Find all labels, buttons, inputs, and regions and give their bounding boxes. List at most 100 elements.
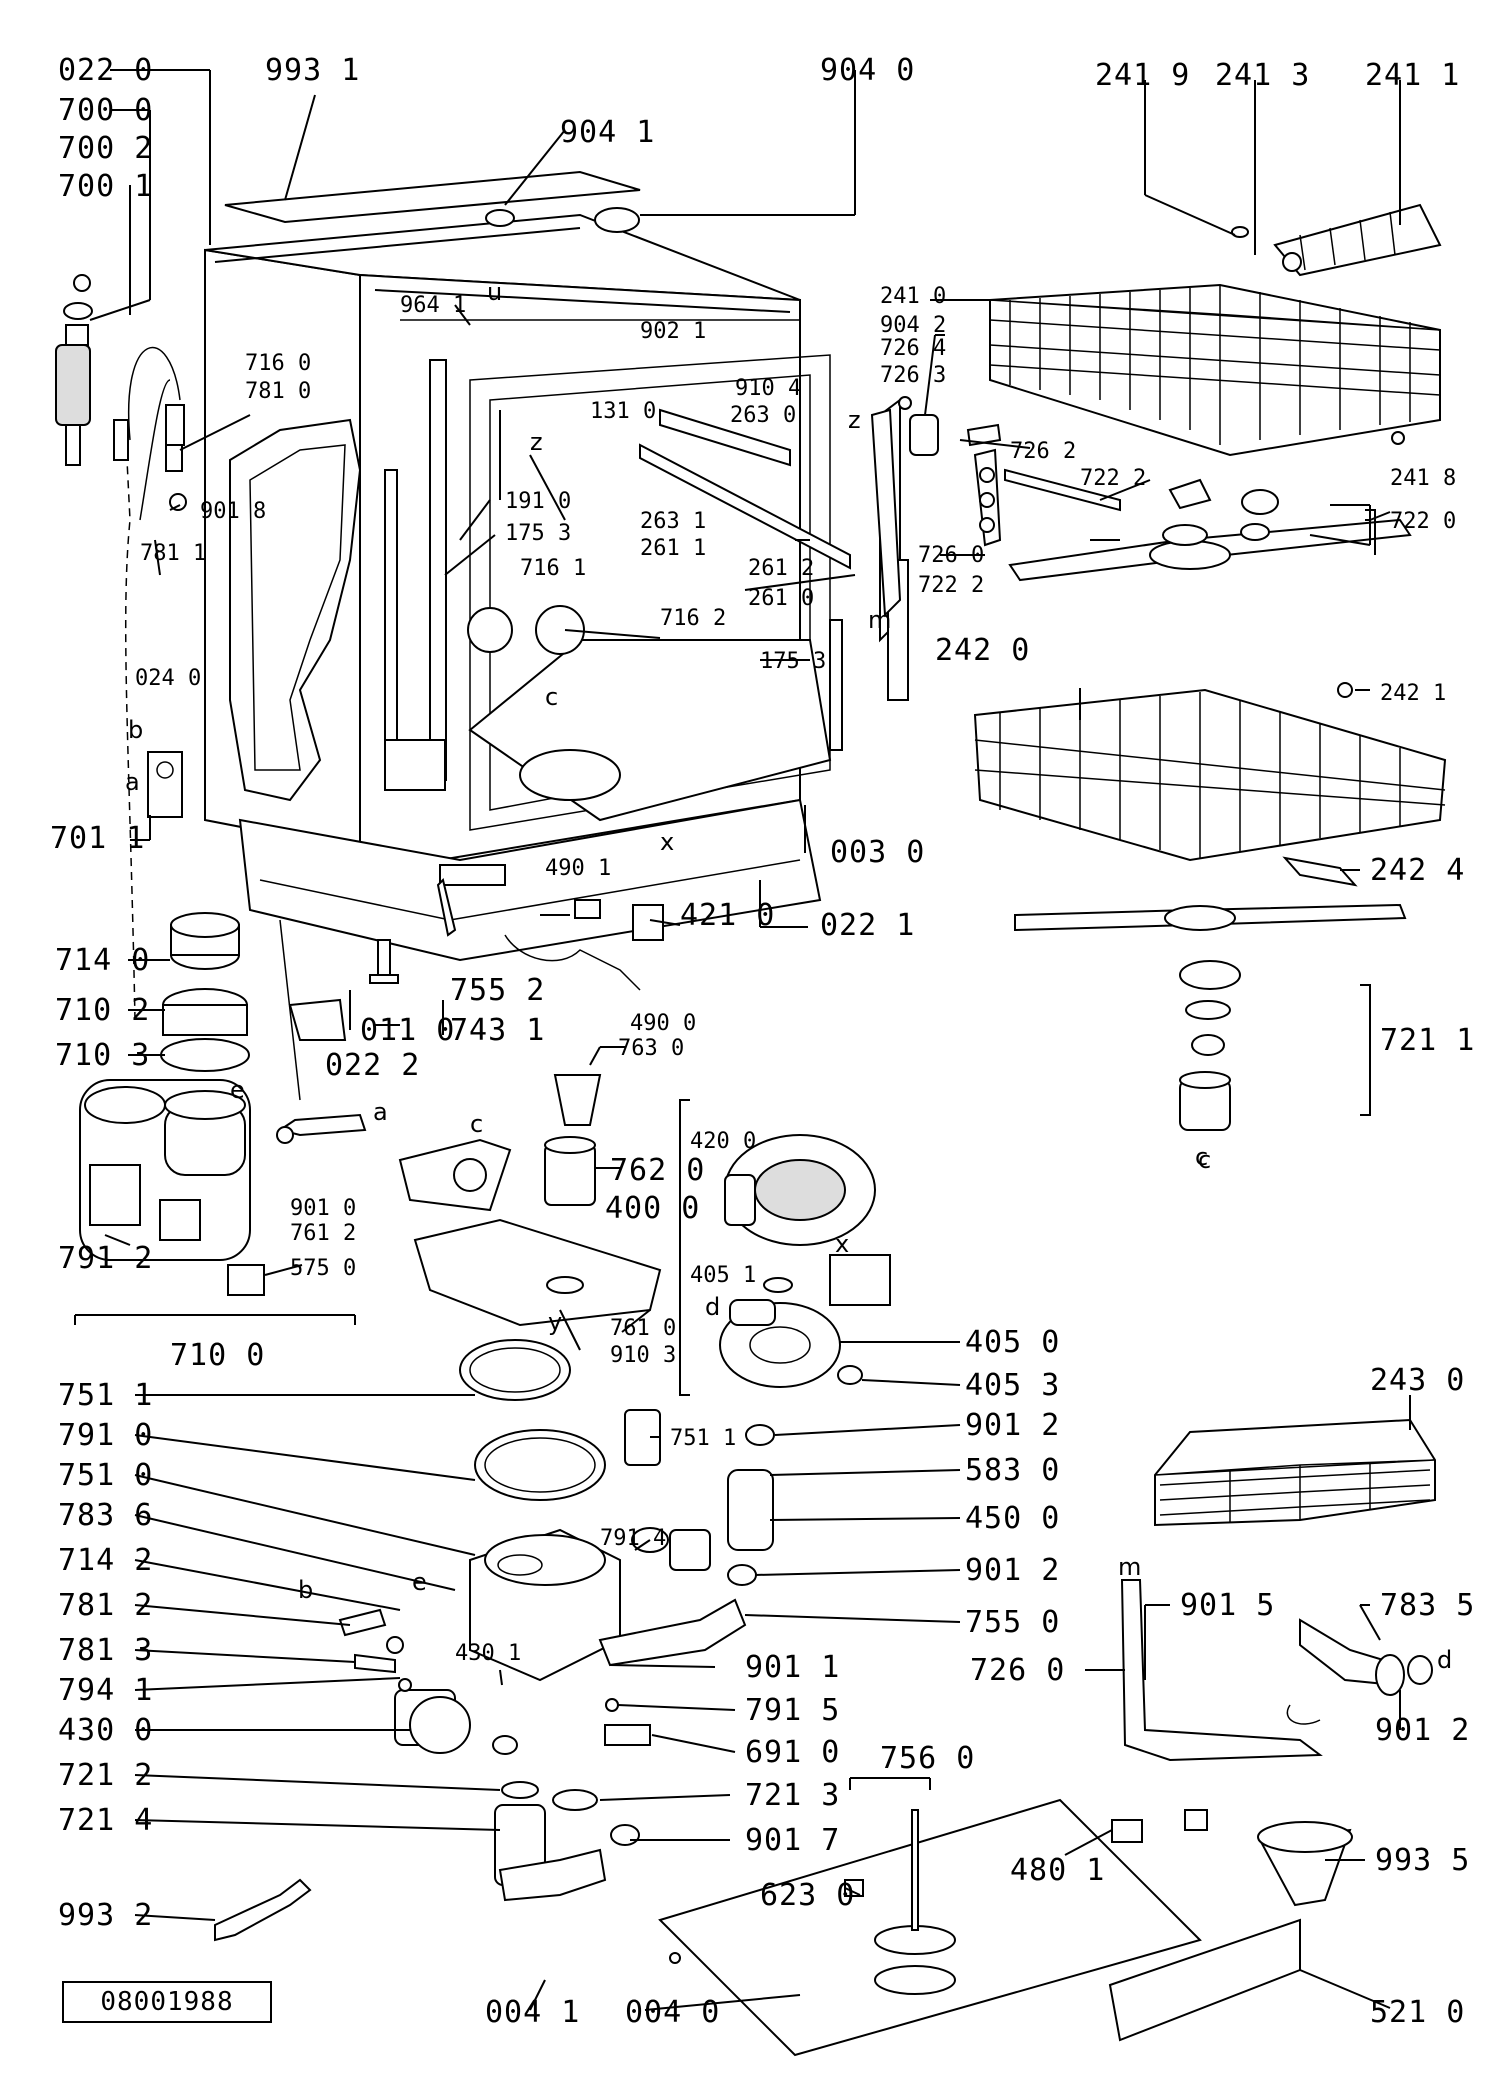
ref-letter: c xyxy=(1195,1143,1208,1171)
leader-lines xyxy=(74,69,1411,2011)
part-label: 430 1 xyxy=(455,1641,521,1666)
part-label: 261 0 xyxy=(748,586,814,611)
part-label: 743 1 xyxy=(450,1013,545,1048)
part-label: 716 1 xyxy=(520,556,586,581)
dishwasher-cabinet xyxy=(124,170,909,1021)
part-label: 490 0 xyxy=(630,1011,696,1036)
lower-basket xyxy=(973,682,1447,887)
part-label: 583 0 xyxy=(965,1453,1060,1488)
part-label: 480 1 xyxy=(1010,1853,1105,1888)
part-label: 716 0 xyxy=(245,351,311,376)
part-label: 623 0 xyxy=(760,1878,855,1913)
part-label: 450 0 xyxy=(965,1501,1060,1536)
part-label: 405 0 xyxy=(965,1325,1060,1360)
part-label: 241 3 xyxy=(1215,58,1310,93)
ref-letter: m xyxy=(868,606,891,634)
part-label: 901 8 xyxy=(200,499,266,524)
part-label: 175 3 xyxy=(505,521,571,546)
part-label: 700 0 xyxy=(58,93,153,128)
part-label: 901 2 xyxy=(1375,1713,1470,1748)
ref-letter: u xyxy=(487,278,502,306)
part-label: 004 0 xyxy=(625,1995,720,2030)
part-label: 901 1 xyxy=(745,1650,840,1685)
part-label: 755 0 xyxy=(965,1605,1060,1640)
part-label: 726 3 xyxy=(880,363,946,388)
part-label: 263 0 xyxy=(730,403,796,428)
part-label: 243 0 xyxy=(1370,1363,1465,1398)
part-label: 575 0 xyxy=(290,1256,356,1281)
water-softener xyxy=(79,912,265,1296)
part-label: 726 0 xyxy=(918,543,984,568)
ref-letter: x xyxy=(835,1230,849,1258)
part-label: 242 1 xyxy=(1380,681,1446,706)
part-label: 794 1 xyxy=(58,1673,153,1708)
part-label: 755 2 xyxy=(450,973,545,1008)
part-label: 022 0 xyxy=(58,53,153,88)
inlet-hose-assembly xyxy=(55,274,187,818)
part-label: 781 3 xyxy=(58,1633,153,1668)
part-label: 241 9 xyxy=(1095,58,1190,93)
part-label: 131 0 xyxy=(590,399,656,424)
part-label: 762 0 xyxy=(610,1153,705,1188)
part-label: 751 1 xyxy=(670,1426,736,1451)
part-label: 521 0 xyxy=(1370,1995,1465,2030)
part-label: 405 1 xyxy=(690,1263,756,1288)
part-label: 241 8 xyxy=(1390,466,1456,491)
part-label: 242 4 xyxy=(1370,853,1465,888)
part-label: 400 0 xyxy=(605,1191,700,1226)
ref-letter: y xyxy=(548,1308,562,1336)
part-label: 783 6 xyxy=(58,1498,153,1533)
cutlery-basket xyxy=(1154,1418,1436,1527)
part-label: 710 3 xyxy=(55,1038,150,1073)
part-label: 261 1 xyxy=(640,536,706,561)
part-label: 993 1 xyxy=(265,53,360,88)
ref-letter: m xyxy=(1118,1553,1141,1581)
part-label: 726 0 xyxy=(970,1653,1065,1688)
lower-spray-arm xyxy=(1014,903,1407,1131)
part-label: 904 2 xyxy=(880,313,946,338)
part-label: 901 0 xyxy=(290,1196,356,1221)
part-label: 901 2 xyxy=(965,1553,1060,1588)
part-label: 175 3 xyxy=(760,649,826,674)
ref-letter: c xyxy=(1198,1146,1211,1174)
part-label: 421 0 xyxy=(680,898,775,933)
part-label: 710 2 xyxy=(55,993,150,1028)
part-label: 964 1 xyxy=(400,293,466,318)
part-label: 420 0 xyxy=(690,1129,756,1154)
part-label: 721 3 xyxy=(745,1778,840,1813)
part-label: 751 1 xyxy=(58,1378,153,1413)
part-label: 781 0 xyxy=(245,379,311,404)
part-label: 781 1 xyxy=(140,541,206,566)
ref-letter: c xyxy=(545,683,558,711)
part-label: 993 5 xyxy=(1375,1843,1470,1878)
part-label: 722 2 xyxy=(1080,466,1146,491)
part-label: 902 1 xyxy=(640,319,706,344)
part-label: 783 5 xyxy=(1380,1588,1475,1623)
part-label: 791 4 xyxy=(600,1526,666,1551)
ref-letter: b xyxy=(298,1576,313,1604)
part-label: 024 0 xyxy=(135,666,201,691)
part-label: 430 0 xyxy=(58,1713,153,1748)
part-label: 022 2 xyxy=(325,1048,420,1083)
part-label: 910 3 xyxy=(610,1343,676,1368)
part-label: 701 1 xyxy=(50,821,145,856)
ref-letter: a xyxy=(373,1098,388,1126)
part-label: 761 2 xyxy=(290,1221,356,1246)
part-label: 261 2 xyxy=(748,556,814,581)
reference-letters: u z z m c b a x a c e c y x d b e m d c xyxy=(125,278,1452,1674)
part-label: 022 1 xyxy=(820,908,915,943)
part-label: 405 3 xyxy=(965,1368,1060,1403)
part-label: 490 1 xyxy=(545,856,611,881)
part-label: 904 1 xyxy=(560,115,655,150)
part-label: 722 2 xyxy=(918,573,984,598)
part-label: 901 7 xyxy=(745,1823,840,1858)
part-label: 700 2 xyxy=(58,131,153,166)
part-label: 710 0 xyxy=(170,1338,265,1373)
part-label: 004 1 xyxy=(485,1995,580,2030)
part-label: 910 4 xyxy=(735,376,801,401)
ref-letter: x xyxy=(660,828,674,856)
ref-letter: a xyxy=(125,768,140,796)
part-label: 901 2 xyxy=(965,1408,1060,1443)
part-label: 263 1 xyxy=(640,509,706,534)
drawing-code-box: 08001988 xyxy=(62,1981,272,2023)
